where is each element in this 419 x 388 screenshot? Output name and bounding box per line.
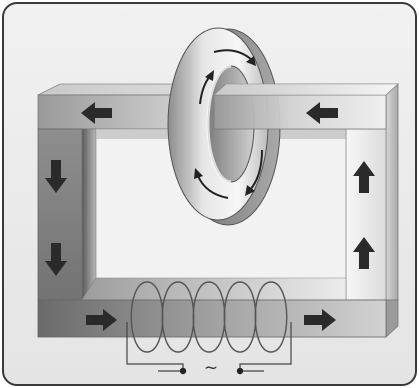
core-top-limb-through-ring xyxy=(214,95,386,129)
core-right-limb-side xyxy=(386,84,398,300)
core-bottom-limb-top-face xyxy=(82,278,346,300)
core-left-inner-face xyxy=(82,129,96,300)
terminal-right xyxy=(237,368,243,374)
core-left-limb-front xyxy=(38,129,82,300)
ac-source-symbol: ~ xyxy=(196,358,226,378)
terminal-left xyxy=(180,368,186,374)
core-top-limb-through-ring-top xyxy=(214,84,398,95)
core-right-limb-front xyxy=(346,129,386,300)
